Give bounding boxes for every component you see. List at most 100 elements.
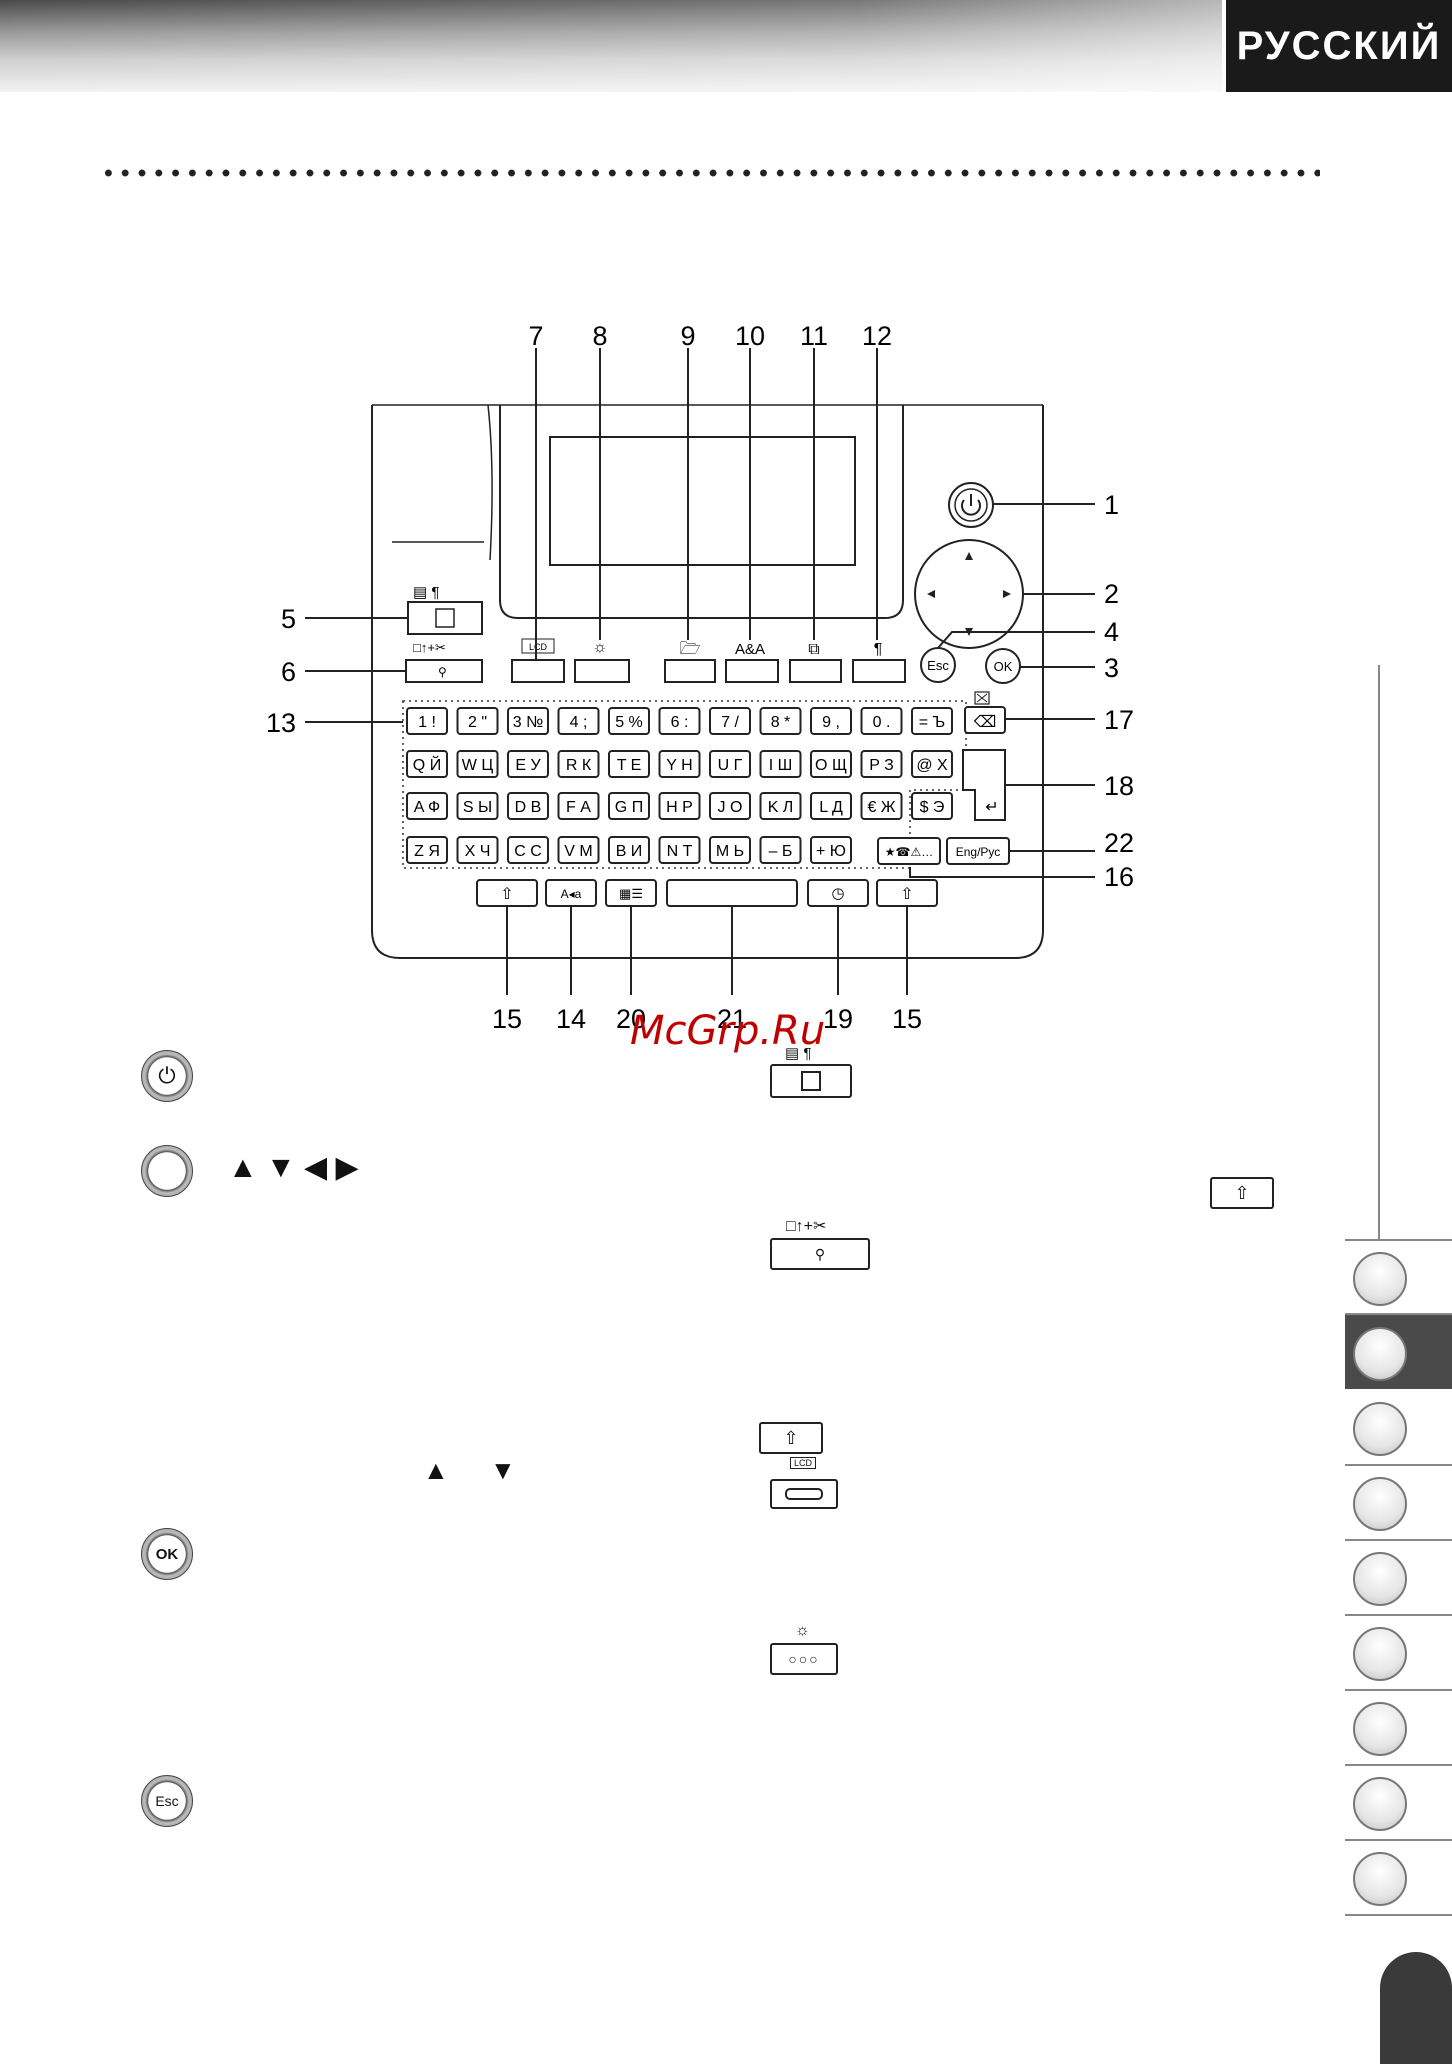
clock-icon: ◷ xyxy=(831,885,844,902)
text-key xyxy=(725,659,779,683)
char-key xyxy=(759,707,802,735)
char-key xyxy=(406,792,448,820)
watermark: McGrp.Ru xyxy=(630,1008,826,1054)
callout-10: 10 xyxy=(735,321,765,351)
tab-divider xyxy=(1345,1614,1452,1616)
callout-12: 12 xyxy=(862,321,892,351)
callout-3: 3 xyxy=(1104,653,1119,683)
print-key-icon xyxy=(770,1064,852,1098)
power-icon: ⏻ xyxy=(158,1063,176,1088)
backlight-icon-small: ☼ xyxy=(795,1622,810,1639)
char-key-label: S Ы xyxy=(463,799,492,816)
chapter-tab-9[interactable] xyxy=(1353,1852,1407,1906)
ok-icon-label: OK xyxy=(155,1545,179,1563)
tab-divider xyxy=(1345,1239,1452,1241)
callout-15-right: 15 xyxy=(892,1004,922,1034)
char-key xyxy=(759,836,802,864)
power-button-icon: ⏻ xyxy=(141,1050,193,1102)
chapter-tab-5[interactable] xyxy=(1353,1552,1407,1606)
callout-1: 1 xyxy=(1104,490,1119,520)
shift-icon-left: ⇧ xyxy=(500,886,513,903)
char-key-label: 8 * xyxy=(771,714,791,731)
char-key xyxy=(860,792,903,820)
char-key xyxy=(456,707,499,735)
char-key-label: Y Н xyxy=(666,757,692,774)
callout-20: 20 xyxy=(616,1004,646,1034)
char-key xyxy=(658,836,701,864)
case-key-label: A◂a xyxy=(561,887,582,901)
char-key-label: 5 % xyxy=(615,714,643,731)
tab-divider xyxy=(1345,1689,1452,1691)
char-key xyxy=(557,707,600,735)
char-key xyxy=(911,792,953,820)
char-key xyxy=(507,750,549,778)
print-glyph xyxy=(801,1071,821,1091)
preview-key-icon: ⚲ xyxy=(770,1238,870,1270)
tab-divider xyxy=(1345,1464,1452,1466)
char-key-label: @ Х xyxy=(916,757,948,774)
char-key xyxy=(507,836,549,864)
tab-divider xyxy=(1345,1914,1452,1916)
char-key-label: B И xyxy=(616,843,643,860)
lcd-label: LCD xyxy=(529,642,548,652)
chapter-tab-8[interactable] xyxy=(1353,1777,1407,1831)
callout-19: 19 xyxy=(823,1004,853,1034)
chapter-tab-7[interactable] xyxy=(1353,1702,1407,1756)
char-key-label: O Щ xyxy=(815,757,847,774)
character-keys-region xyxy=(402,700,967,869)
char-key-label: 2 " xyxy=(468,714,487,731)
esc-icon-label: Esc xyxy=(155,1793,179,1809)
symbol-key xyxy=(877,837,941,865)
tab-divider xyxy=(1345,1764,1452,1766)
chapter-tab-2-active[interactable] xyxy=(1345,1315,1452,1389)
char-key xyxy=(658,792,701,820)
char-key xyxy=(810,750,852,778)
char-key xyxy=(860,707,903,735)
callout-11: 11 xyxy=(800,321,828,351)
char-key xyxy=(608,750,650,778)
chapter-tab-3[interactable] xyxy=(1353,1402,1407,1456)
power-button-ring xyxy=(954,488,988,522)
char-key-label: I Ш xyxy=(769,757,793,774)
lcd-label-icon: LCD xyxy=(790,1457,817,1469)
char-key-label: = Ъ xyxy=(919,714,945,731)
char-key-label: L Д xyxy=(819,799,843,816)
lcd-label-box xyxy=(521,638,555,654)
enter-icon: ↵ xyxy=(985,799,998,816)
cursor-pad-icon xyxy=(141,1145,193,1197)
char-key-label: N Т xyxy=(667,843,693,860)
tab-divider xyxy=(1345,1539,1452,1541)
space-key xyxy=(666,879,798,907)
char-key xyxy=(456,792,499,820)
chapter-tab-6[interactable] xyxy=(1353,1627,1407,1681)
backlight-icon: ☼ xyxy=(593,639,608,656)
header-bar xyxy=(0,0,1222,92)
char-key-label: V М xyxy=(564,843,592,860)
char-key-label: F А xyxy=(566,799,591,816)
char-key xyxy=(557,792,600,820)
backlight-key-icon: ○○○ xyxy=(770,1643,838,1675)
callout-leaders xyxy=(305,348,1095,995)
char-key-label: E У xyxy=(515,757,541,774)
file-key xyxy=(664,659,716,683)
label-icon: ⧉ xyxy=(808,641,819,658)
template-key-icon: ▦☰ xyxy=(619,886,643,901)
print-menu-icon: ▤ ¶ xyxy=(413,584,439,601)
char-key xyxy=(406,836,448,864)
chapter-tab-4[interactable] xyxy=(1353,1477,1407,1531)
lcd-screen xyxy=(549,436,856,566)
clear-icon xyxy=(974,691,990,705)
eng-rus-key-label: Eng/Рус xyxy=(956,845,1001,859)
char-key-label: K Л xyxy=(768,799,794,816)
chapter-tab-1[interactable] xyxy=(1353,1252,1407,1306)
char-key-label: D В xyxy=(515,799,542,816)
char-key-label: C С xyxy=(514,843,542,860)
char-key-label: R К xyxy=(566,757,592,774)
cursor-up-icon xyxy=(965,552,973,560)
tab-divider xyxy=(1345,1839,1452,1841)
cursor-right-icon xyxy=(1003,590,1011,598)
